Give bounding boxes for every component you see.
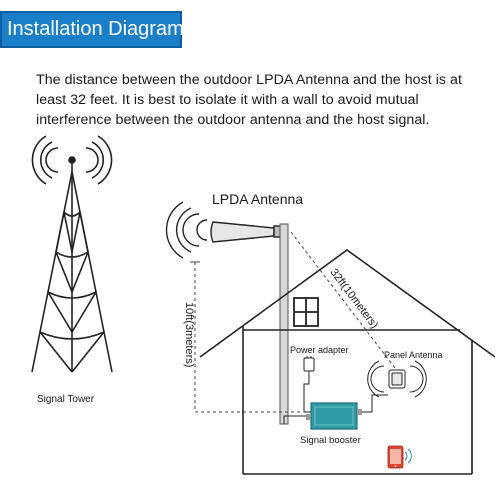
power-adapter-label: Power adapter: [290, 345, 349, 355]
lpda-antenna-icon: [165, 201, 289, 425]
height-dimension: [190, 261, 300, 413]
signal-tower-label: Signal Tower: [37, 394, 95, 405]
installation-description: The distance between the outdoor LPDA An…: [36, 72, 462, 128]
power-adapter-icon: [303, 356, 320, 413]
lpda-antenna-label: LPDA Antenna: [212, 191, 303, 207]
panel-antenna-icon: [367, 360, 427, 398]
distance-dimension: [290, 231, 399, 373]
distance-label: 32ft(10meters): [328, 267, 381, 331]
signal-booster-icon: [283, 394, 388, 430]
signal-tower-icon: [31, 135, 113, 373]
panel-antenna-label: Panel Antenna: [384, 350, 443, 360]
phone-signal-icon: [404, 448, 412, 464]
phone-icon: [387, 445, 404, 469]
page-title: Installation Diagram: [0, 11, 184, 48]
height-label: 10ft(3meters): [183, 302, 195, 367]
window-icon: [293, 297, 319, 327]
signal-booster-label: Signal booster: [300, 435, 361, 446]
house-outline: [199, 249, 496, 475]
